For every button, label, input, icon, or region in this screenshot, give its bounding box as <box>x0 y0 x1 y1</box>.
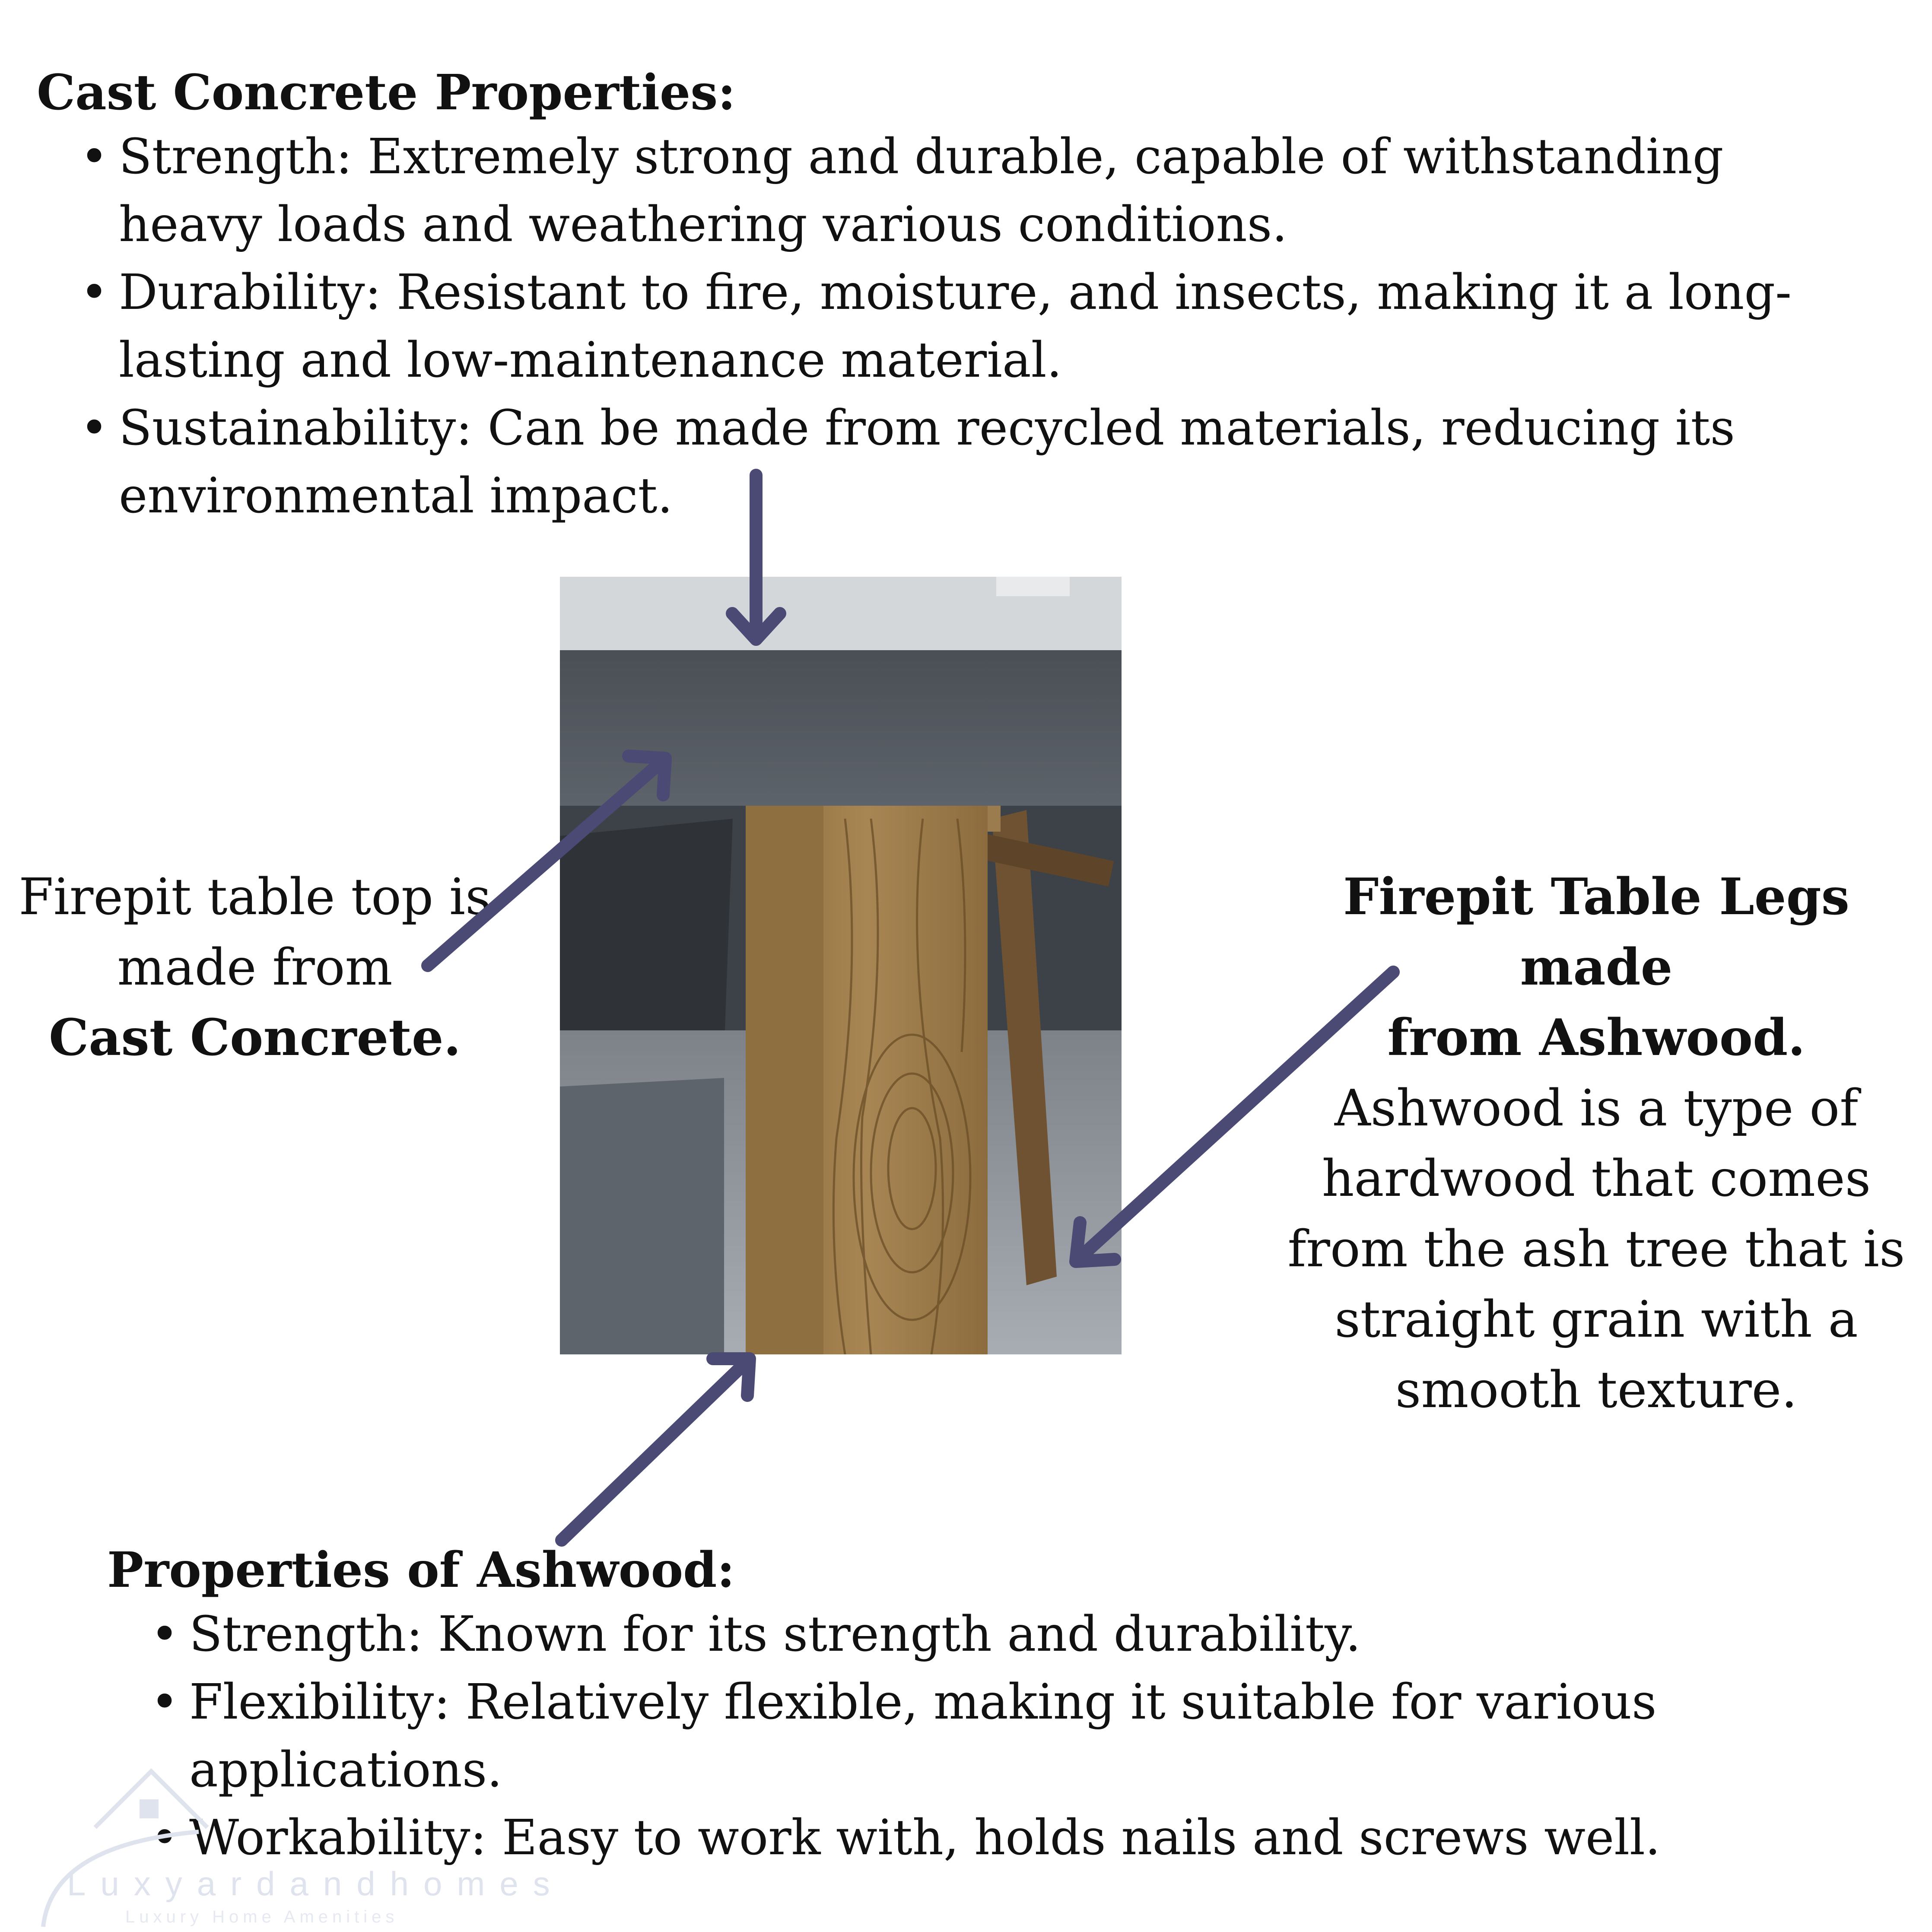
list-item: Sustainability: Can be made from recycle… <box>37 394 1851 530</box>
list-item: Strength: Extremely strong and durable, … <box>37 123 1851 259</box>
table-top-callout-line2: made from <box>117 938 393 997</box>
ashwood-heading: Properties of Ashwood: <box>107 1542 735 1598</box>
table-top-material: Cast Concrete. <box>48 1008 461 1067</box>
table-legs-callout: Firepit Table Legs made from Ashwood. As… <box>1283 862 1910 1425</box>
table-legs-description: Ashwood is a type of hardwood that comes… <box>1287 1079 1905 1419</box>
ashwood-section: Properties of Ashwood: Strength: Known f… <box>107 1540 1922 1872</box>
brand-watermark: Luxyardandhomes Luxury Home Amenities <box>26 1745 550 1927</box>
cast-concrete-list: Strength: Extremely strong and durable, … <box>37 123 1851 530</box>
list-item: Strength: Known for its strength and dur… <box>107 1601 1922 1668</box>
ashwood-list: Strength: Known for its strength and dur… <box>107 1601 1922 1872</box>
table-top-callout-line1: Firepit table top is <box>19 868 491 926</box>
list-item: Durability: Resistant to fire, moisture,… <box>37 259 1851 394</box>
house-logo-icon <box>41 1768 209 1927</box>
list-item: Workability: Easy to work with, holds na… <box>107 1804 1922 1872</box>
list-item: Flexibility: Relatively flexible, making… <box>107 1668 1922 1804</box>
cast-concrete-heading: Cast Concrete Properties: <box>37 64 736 121</box>
table-legs-title-line2: from Ashwood. <box>1387 1008 1805 1067</box>
firepit-table-photo <box>560 577 1122 1354</box>
brand-name: Luxyardandhomes <box>67 1865 565 1903</box>
cast-concrete-section: Cast Concrete Properties: Strength: Extr… <box>37 63 1851 530</box>
brand-tagline: Luxury Home Amenities <box>125 1907 399 1926</box>
table-legs-title-line1: Firepit Table Legs made <box>1343 867 1849 997</box>
arrow-up-right-icon <box>555 1352 756 1547</box>
table-top-callout: Firepit table top is made from Cast Conc… <box>17 862 493 1073</box>
